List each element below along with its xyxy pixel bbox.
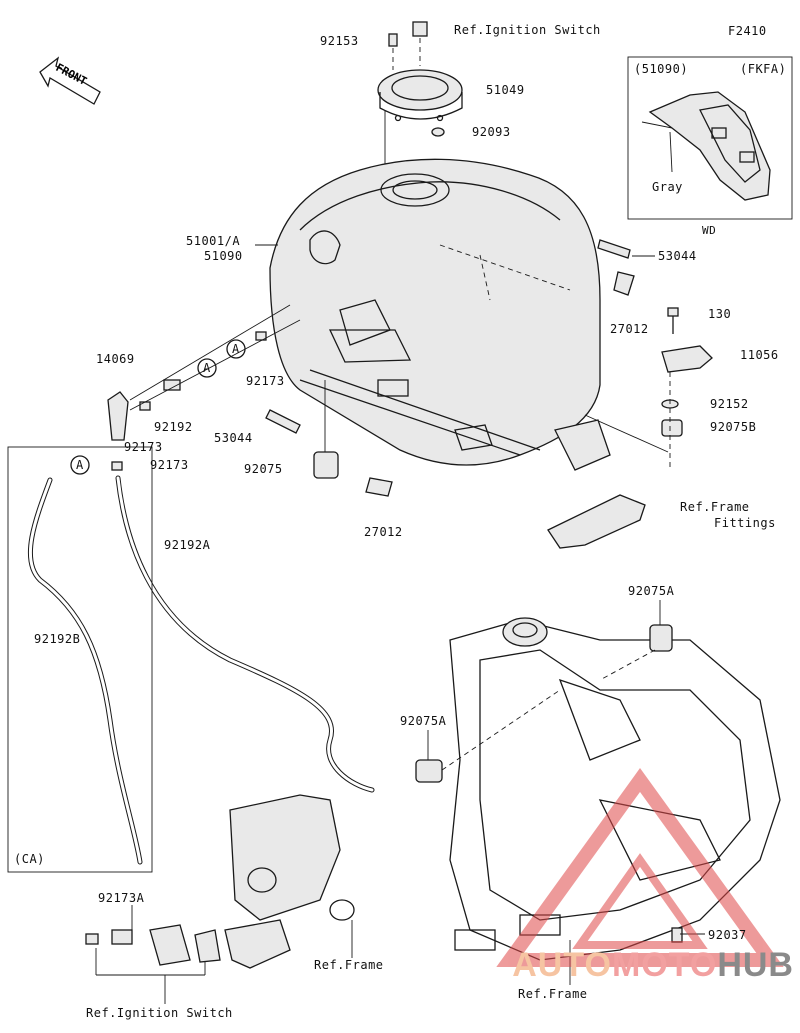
clamp-92173-mid (139, 401, 151, 411)
ca-box (7, 446, 153, 873)
pad-53044-right (597, 239, 631, 259)
callout-a-circle-2 (226, 339, 246, 359)
callout-a-circle-3 (70, 455, 90, 475)
part-92173-a: 92173 (246, 374, 285, 388)
part-92173a: 92173A (98, 891, 145, 905)
damper-92075a-top (649, 624, 673, 652)
part-130: 130 (708, 307, 732, 321)
figure-code: F2410 (728, 24, 767, 38)
ca-box-label: (CA) (14, 852, 45, 866)
ref-ignition-switch-bottom: Ref.Ignition Switch (86, 1006, 233, 1020)
part-92153: 92153 (320, 34, 359, 48)
ref-ignition-switch-top: Ref.Ignition Switch (454, 23, 601, 37)
fitting-14069 (107, 391, 129, 441)
fuel-cap-51049 (377, 69, 463, 122)
label-27012-right (613, 271, 635, 296)
part-51090: 51090 (204, 249, 243, 263)
hose-92192b (27, 477, 143, 865)
ref-frame-mid: Ref.Frame (314, 958, 384, 972)
part-92192b: 92192B (34, 632, 81, 646)
bolt-130 (667, 307, 679, 334)
part-92037: 92037 (708, 928, 747, 942)
hose-92192 (163, 379, 181, 391)
ref-frame-fittings-line2: Fittings (714, 516, 776, 530)
label-27012-bottom (365, 477, 393, 497)
inset-color-label: Gray (652, 180, 683, 194)
clamp-92173-lower (111, 461, 123, 471)
bracket-11056 (661, 345, 713, 373)
part-92075b: 92075B (710, 420, 757, 434)
part-51049: 51049 (486, 83, 525, 97)
screw-92153 (388, 33, 398, 47)
frame-fitting-bracket (547, 494, 646, 549)
grommet-92093 (431, 127, 445, 137)
part-53044-left: 53044 (214, 431, 253, 445)
tank-cap-inset-drawing (641, 91, 771, 201)
ignition-switch-lock (85, 924, 221, 966)
part-92093: 92093 (472, 125, 511, 139)
part-92075: 92075 (244, 462, 283, 476)
clamp-92173-upper (255, 331, 267, 341)
front-arrow-icon (39, 56, 101, 105)
ref-frame-bottom: Ref.Frame (518, 987, 588, 1001)
watermark-triangle-icon (496, 768, 784, 967)
part-51001a: 51001/A (186, 234, 241, 248)
part-27012-right: 27012 (610, 322, 649, 336)
callout-a-circle-1 (197, 358, 217, 378)
part-92173-b: 92173 (124, 440, 163, 454)
part-92075a-left: 92075A (400, 714, 447, 728)
inset-box (627, 56, 793, 220)
damper-92075a-left (415, 759, 443, 783)
inset-tag-right: (FKFA) (740, 62, 787, 76)
damper-92075b (661, 419, 683, 437)
damper-92075 (313, 451, 339, 479)
part-92192: 92192 (154, 420, 193, 434)
inset-region-label: WD (702, 224, 717, 237)
watermark-logo: AUTOMOTOHUB (512, 946, 794, 985)
watermark-part-auto: AUTO (512, 946, 612, 984)
watermark-part-moto: MOTO (611, 946, 718, 984)
hose-92192a (115, 475, 375, 793)
fuel-tank-51001 (269, 158, 601, 466)
inset-tag-left: (51090) (634, 62, 689, 76)
part-92173-c: 92173 (150, 458, 189, 472)
part-92075a-top: 92075A (628, 584, 675, 598)
part-14069: 14069 (96, 352, 135, 366)
callout-a-1: A (203, 361, 211, 375)
ignition-switch-stub (412, 21, 428, 37)
part-92192a: 92192A (164, 538, 211, 552)
pad-53044-left (265, 409, 301, 434)
front-arrow-text: FRONT (54, 61, 90, 88)
part-27012-bottom: 27012 (364, 525, 403, 539)
callout-a-3: A (76, 458, 84, 472)
callout-a-2: A (232, 342, 240, 356)
frame-head-drawing (224, 794, 355, 969)
part-11056: 11056 (740, 348, 779, 362)
watermark-part-hub: HUB (717, 946, 794, 984)
part-92152: 92152 (710, 397, 749, 411)
bolt-92037 (671, 927, 683, 943)
tank-rear-bracket (554, 419, 611, 471)
part-53044-right: 53044 (658, 249, 697, 263)
ref-frame-fittings-line1: Ref.Frame (680, 500, 750, 514)
